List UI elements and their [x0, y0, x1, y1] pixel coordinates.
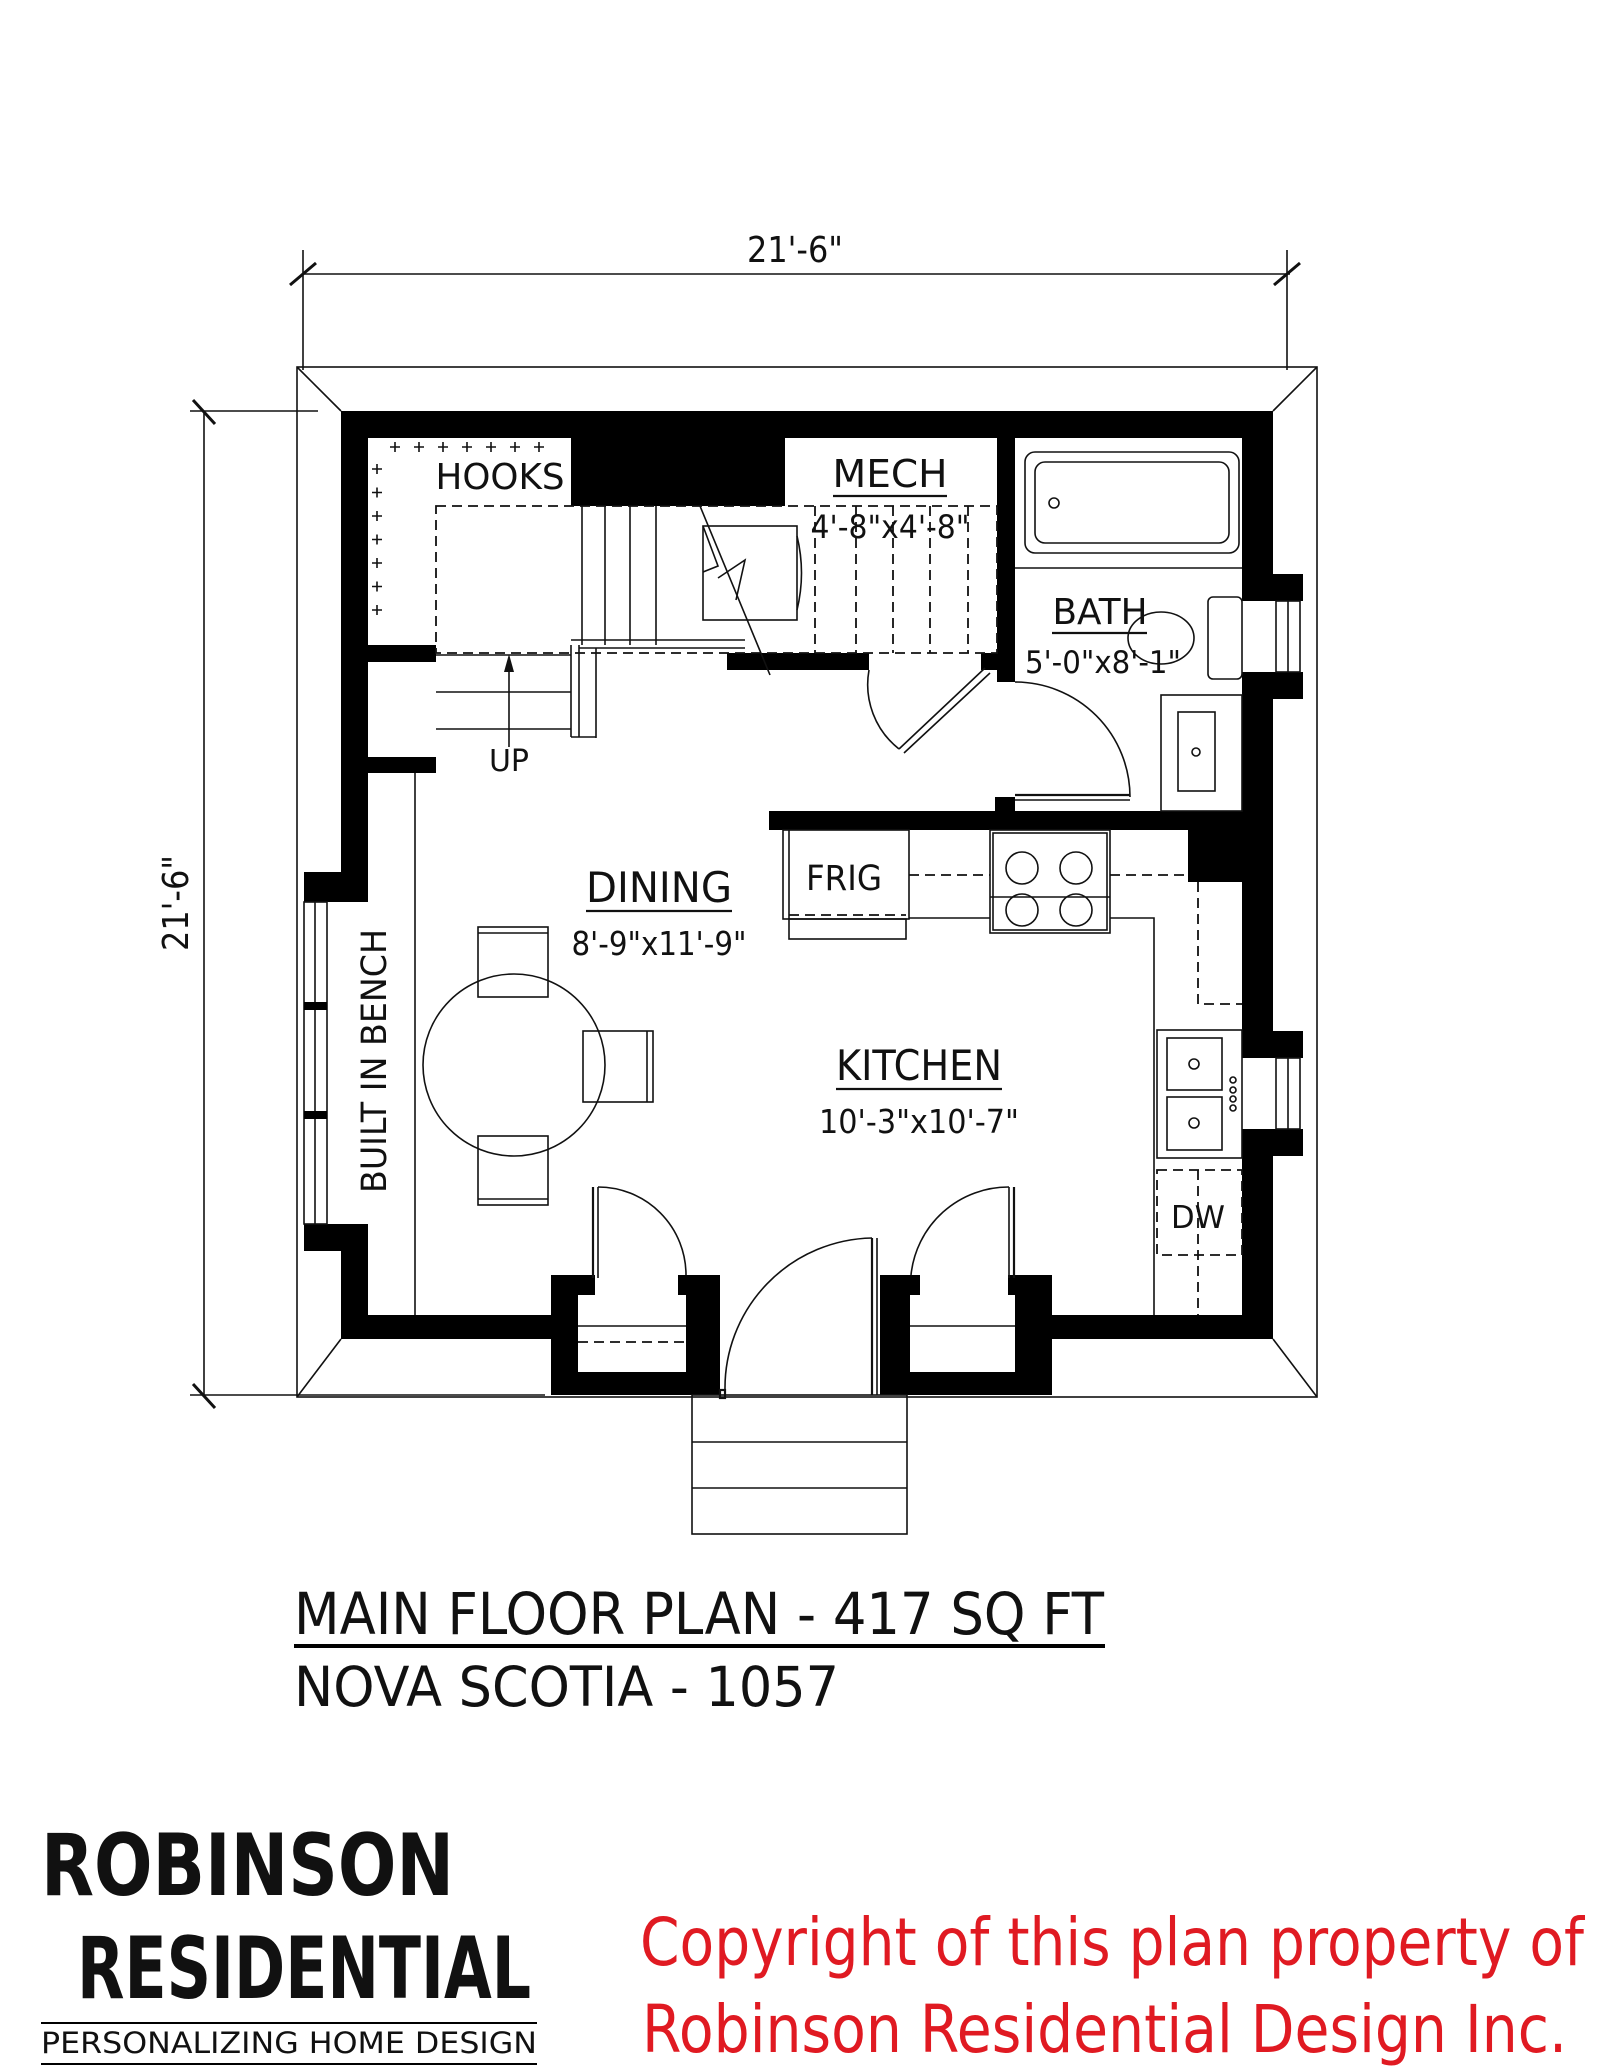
- hook-icon: [372, 511, 382, 521]
- window-kitchen: [1275, 1057, 1301, 1130]
- depth-dimension: 21'-6": [156, 398, 545, 1410]
- mech-room: MECH 4'-8"x4'-8": [811, 452, 970, 546]
- hook-icon: [372, 534, 382, 545]
- width-dimension-label: 21'-6": [747, 230, 843, 271]
- mech-door[interactable]: [866, 667, 991, 754]
- bath-label: BATH: [1053, 592, 1148, 633]
- left-closet: [551, 1186, 720, 1395]
- copyright-line2: Robinson Residential Design Inc.: [642, 1991, 1567, 2068]
- mech-size: 4'-8"x4'-8": [811, 508, 970, 546]
- entry-steps: [691, 1394, 908, 1535]
- washer-dryer: [702, 525, 803, 621]
- window-left: [303, 901, 328, 1225]
- dining-room: DINING 8'-9"x11'-9": [572, 863, 747, 963]
- frig-label: FRIG: [806, 859, 882, 899]
- kitchen-size: 10'-3"x10'-7": [819, 1102, 1019, 1141]
- bath-door[interactable]: [1014, 681, 1131, 801]
- company-logo: ROBINSON RESIDENTIAL PERSONALIZING HOME …: [41, 1816, 537, 2065]
- kitchen-label: KITCHEN: [836, 1041, 1002, 1090]
- hook-icon: [414, 442, 424, 452]
- hook-icon: [510, 442, 520, 452]
- plan-title: MAIN FLOOR PLAN - 417 SQ FT NOVA SCOTIA …: [294, 1580, 1105, 1719]
- interior-walls: [368, 438, 1242, 882]
- exterior-walls: [304, 411, 1303, 1339]
- copyright-notice: Copyright of this plan property of Robin…: [640, 1904, 1586, 2068]
- dishwasher-label: DW: [1171, 1200, 1225, 1236]
- hook-icon: [486, 442, 496, 452]
- bath-size: 5'-0"x8'-1": [1025, 645, 1181, 681]
- right-closet: [880, 1186, 1052, 1395]
- main-title: MAIN FLOOR PLAN - 417 SQ FT: [294, 1580, 1105, 1648]
- width-dimension: 21'-6": [289, 230, 1301, 370]
- roof-trim: [296, 366, 1318, 1398]
- logo-line1: ROBINSON: [41, 1816, 454, 1916]
- hook-icon: [372, 558, 382, 568]
- hook-icon: [372, 581, 382, 592]
- staircase: UP: [435, 505, 998, 779]
- kitchen-room: KITCHEN 10'-3"x10'-7": [819, 1041, 1019, 1141]
- stair-up-label: UP: [489, 744, 529, 779]
- hooks-label: HOOKS: [436, 457, 565, 498]
- bench-label: BUILT IN BENCH: [355, 929, 395, 1193]
- dining-size: 8'-9"x11'-9": [572, 924, 747, 963]
- copyright-line1: Copyright of this plan property of: [640, 1904, 1586, 1981]
- entry-door[interactable]: [718, 1237, 878, 1400]
- logo-line2: RESIDENTIAL: [77, 1919, 531, 2019]
- depth-dimension-label: 21'-6": [156, 855, 197, 951]
- hook-icon: [534, 442, 544, 452]
- hook-icon: [390, 442, 400, 452]
- hook-icon: [462, 442, 472, 452]
- hook-icon: [438, 442, 448, 452]
- plan-subtitle: NOVA SCOTIA - 1057: [294, 1655, 839, 1719]
- dining-table: [422, 926, 654, 1206]
- bathroom: BATH 5'-0"x8'-1": [1015, 451, 1243, 812]
- window-bath: [1275, 600, 1301, 673]
- hook-icon: [372, 605, 382, 615]
- logo-tagline: PERSONALIZING HOME DESIGN: [41, 2026, 537, 2060]
- hook-marks: [372, 442, 544, 615]
- dining-label: DINING: [586, 863, 732, 912]
- hook-icon: [372, 487, 382, 498]
- hook-icon: [372, 464, 382, 474]
- kitchen-cabinets: FRIG DW: [782, 829, 1243, 1315]
- built-in-bench: BUILT IN BENCH: [355, 773, 416, 1315]
- mech-label: MECH: [833, 452, 948, 496]
- hooks-wall: HOOKS: [372, 442, 565, 615]
